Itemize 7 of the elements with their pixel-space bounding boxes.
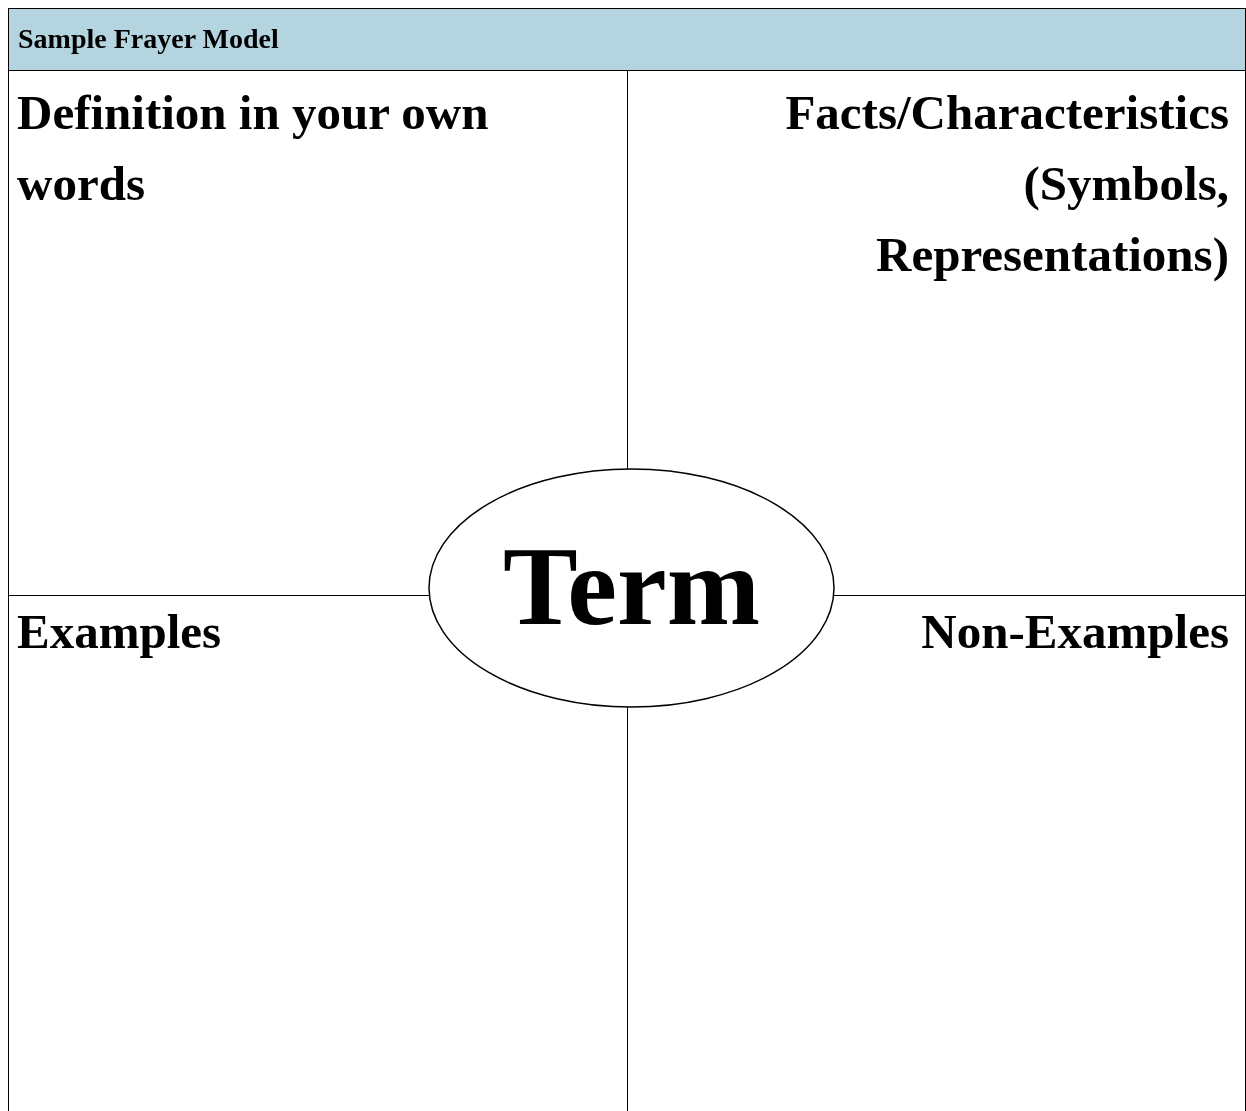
term-oval <box>428 468 835 708</box>
term-label: Term <box>501 530 762 642</box>
cell-heading: Examples <box>17 603 222 661</box>
title: Sample Frayer Model <box>18 22 279 56</box>
cell-heading: Facts/Characteristics (Symbols, Representations) <box>784 84 1229 284</box>
cell-heading: Definition in your own words <box>17 84 490 213</box>
cell-heading: Non-Examples <box>921 603 1229 661</box>
